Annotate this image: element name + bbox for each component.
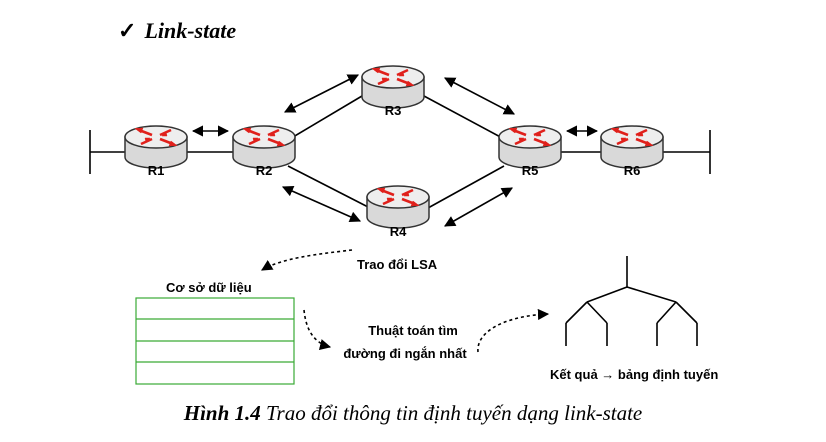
router-label: R2 <box>256 163 273 178</box>
figure-caption: Hình 1.4 Trao đổi thông tin định tuyến d… <box>0 401 826 426</box>
link-r4-r5 <box>427 165 505 209</box>
caption-number: Hình 1.4 <box>183 401 261 425</box>
router-r5: R5 <box>497 124 563 178</box>
router-r6: R6 <box>599 124 665 178</box>
algorithm-label-line1: Thuật toán tìm <box>368 323 458 338</box>
link-r2-r3 <box>287 95 363 141</box>
link-r2-r4 <box>287 165 371 209</box>
caption-text: Trao đổi thông tin định tuyến dạng link-… <box>260 401 643 425</box>
heading-text: Link-state <box>144 18 237 43</box>
router-label: R1 <box>148 163 165 178</box>
lsa-exchange-label: Trao đổi LSA <box>357 257 438 272</box>
check-mark-icon: ✓ <box>118 18 137 43</box>
section-heading: ✓ Link-state <box>118 18 236 44</box>
router-r2: R2 <box>231 124 297 178</box>
arrow-r2-r3 <box>284 74 359 113</box>
shortest-path-tree <box>565 256 698 346</box>
link-r3-r5 <box>423 95 507 141</box>
router-label: R3 <box>385 103 402 118</box>
algorithm-label-line2: đường đi ngắn nhất <box>343 346 467 361</box>
router-r4: R4 <box>365 184 431 239</box>
arrow-lsa-to-database <box>261 249 353 271</box>
arrow-r3-r5 <box>444 77 515 115</box>
router-r1: R1 <box>123 124 189 178</box>
arrow-database-to-algorithm <box>303 309 332 350</box>
router-r3: R3 <box>360 64 426 118</box>
result-label: Kết quả → bảng định tuyến <box>550 367 718 382</box>
database-label: Cơ sở dữ liệu <box>166 280 252 295</box>
arrow-r4-r5 <box>444 187 513 227</box>
arrow-algorithm-to-result <box>477 308 550 353</box>
router-label: R5 <box>522 163 539 178</box>
arrow-r2-r4 <box>281 185 362 223</box>
database-table <box>135 297 295 385</box>
router-label: R4 <box>390 224 407 239</box>
lsa-exchange-arrows <box>191 74 599 227</box>
flow-dotted-arrows <box>261 249 550 353</box>
router-label: R6 <box>624 163 641 178</box>
